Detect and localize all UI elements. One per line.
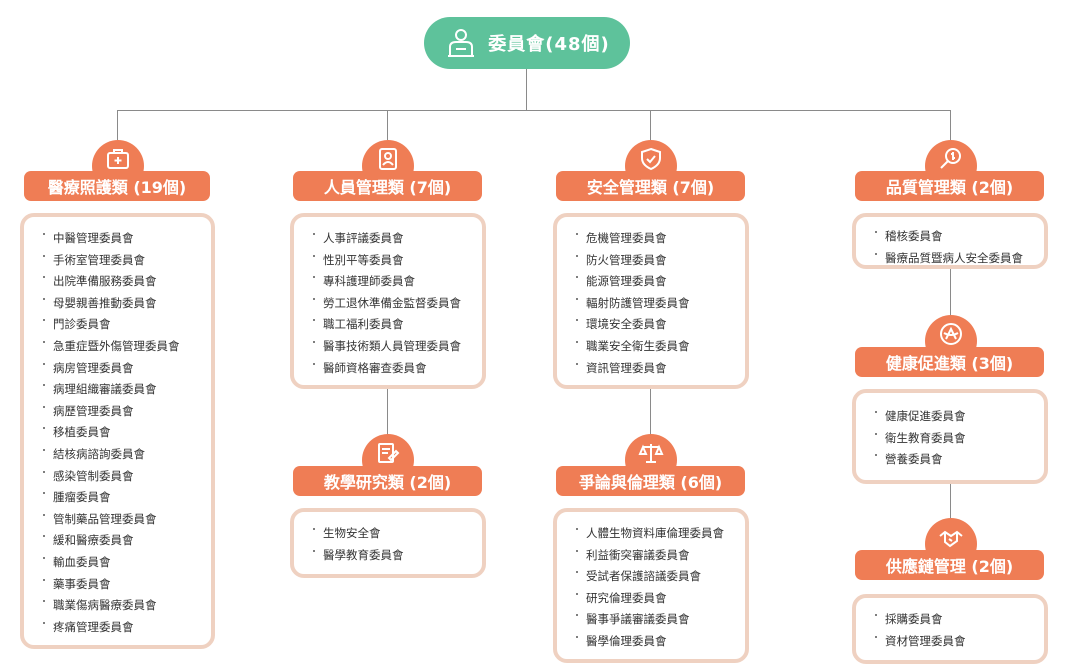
committee-item: 醫事爭議審議委員會 (576, 609, 745, 631)
supply-header: 供應鏈管理 (2個) (855, 550, 1044, 580)
committee-item: 感染管制委員會 (43, 466, 211, 488)
connector-horizontal (117, 110, 951, 111)
safety-header: 安全管理類 (7個) (556, 171, 745, 201)
committee-item: 中醫管理委員會 (43, 228, 211, 250)
committee-item: 職業傷病醫療委員會 (43, 595, 211, 617)
committee-item: 結核病諮詢委員會 (43, 444, 211, 466)
committee-item: 醫事技術類人員管理委員會 (313, 336, 482, 358)
committee-item: 職工福利委員會 (313, 314, 482, 336)
root-node: 委員會(48個) (424, 17, 630, 69)
committee-item: 稽核委員會 (875, 226, 1044, 248)
committee-item: 資訊管理委員會 (576, 358, 745, 380)
supply-box: 採購委員會資材管理委員會 (852, 594, 1048, 664)
edit-document-icon (378, 443, 400, 463)
committee-item: 緩和醫療委員會 (43, 530, 211, 552)
personnel-header: 人員管理類 (7個) (293, 171, 482, 201)
health-header: 健康促進類 (3個) (855, 347, 1044, 377)
connector-health-supply (950, 484, 951, 520)
medical-kit-icon (107, 149, 129, 169)
committee-item: 急重症暨外傷管理委員會 (43, 336, 211, 358)
committee-item: 人體生物資料庫倫理委員會 (576, 523, 745, 545)
committee-item: 職業安全衛生委員會 (576, 336, 745, 358)
committee-item: 健康促進委員會 (875, 406, 1044, 428)
ethics-header: 爭論與倫理類 (6個) (556, 466, 745, 496)
committee-item: 門診委員會 (43, 314, 211, 336)
committee-item: 採購委員會 (875, 609, 1044, 631)
committee-item: 環境安全委員會 (576, 314, 745, 336)
connector-medical (117, 110, 118, 140)
connector-quality (950, 110, 951, 140)
committee-item: 母嬰親善推動委員會 (43, 293, 211, 315)
committee-item: 病歷管理委員會 (43, 401, 211, 423)
quality-search-icon (940, 148, 961, 169)
connector-quality-health (950, 268, 951, 316)
committee-item: 利益衝突審議委員會 (576, 545, 745, 567)
teaching-box: 生物安全會醫學教育委員會 (290, 508, 486, 578)
committee-person-icon (444, 26, 478, 60)
health-box: 健康促進委員會衛生教育委員會營養委員會 (852, 389, 1048, 484)
connector-personnel-teaching (387, 388, 388, 436)
staff-badge-icon (379, 148, 397, 170)
committee-item: 醫學倫理委員會 (576, 631, 745, 653)
safety-list: 危機管理委員會防火管理委員會能源管理委員會輻射防護管理委員會環境安全委員會職業安… (557, 217, 745, 379)
connector-safety-ethics (650, 388, 651, 436)
quality-header: 品質管理類 (2個) (855, 171, 1044, 201)
handshake-icon (939, 530, 963, 548)
quality-box: 稽核委員會醫療品質暨病人安全委員會 (852, 213, 1048, 269)
root-title: 委員會(48個) (488, 34, 610, 55)
committee-item: 輸血委員會 (43, 552, 211, 574)
committee-item: 藥事委員會 (43, 574, 211, 596)
committee-item: 手術室管理委員會 (43, 250, 211, 272)
ethics-list: 人體生物資料庫倫理委員會利益衝突審議委員會受試者保護諮議委員會研究倫理委員會醫事… (557, 512, 745, 653)
shield-check-icon (641, 147, 661, 171)
committee-item: 輻射防護管理委員會 (576, 293, 745, 315)
medical-box: 中醫管理委員會手術室管理委員會出院準備服務委員會母嬰親善推動委員會門診委員會急重… (20, 213, 215, 649)
committee-item: 移植委員會 (43, 422, 211, 444)
medical-list: 中醫管理委員會手術室管理委員會出院準備服務委員會母嬰親善推動委員會門診委員會急重… (24, 217, 211, 638)
committee-item: 疼痛管理委員會 (43, 617, 211, 639)
committee-item: 衛生教育委員會 (875, 428, 1044, 450)
committee-item: 病房管理委員會 (43, 358, 211, 380)
committee-item: 生物安全會 (313, 523, 482, 545)
committee-item: 腫瘤委員會 (43, 487, 211, 509)
committee-item: 出院準備服務委員會 (43, 271, 211, 293)
committee-item: 防火管理委員會 (576, 250, 745, 272)
personnel-list: 人事評議委員會性別平等委員會專科護理師委員會勞工退休準備金監督委員會職工福利委員… (294, 217, 482, 379)
medical-header: 醫療照護類 (19個) (24, 171, 210, 201)
committee-item: 人事評議委員會 (313, 228, 482, 250)
balance-scale-icon (638, 444, 664, 463)
supply-list: 採購委員會資材管理委員會 (856, 598, 1044, 652)
personnel-box: 人事評議委員會性別平等委員會專科護理師委員會勞工退休準備金監督委員會職工福利委員… (290, 213, 486, 389)
teaching-list: 生物安全會醫學教育委員會 (294, 512, 482, 566)
connector-safety (650, 110, 651, 140)
safety-box: 危機管理委員會防火管理委員會能源管理委員會輻射防護管理委員會環境安全委員會職業安… (553, 213, 749, 389)
connector-root-stem (526, 69, 527, 111)
committee-item: 病理組織審議委員會 (43, 379, 211, 401)
teaching-header: 教學研究類 (2個) (293, 466, 482, 496)
committee-item: 醫療品質暨病人安全委員會 (875, 248, 1044, 270)
committee-item: 受試者保護諮議委員會 (576, 566, 745, 588)
health-list: 健康促進委員會衛生教育委員會營養委員會 (856, 393, 1044, 471)
connector-personnel (387, 110, 388, 140)
committee-item: 資材管理委員會 (875, 631, 1044, 653)
committee-item: 能源管理委員會 (576, 271, 745, 293)
committee-item: 研究倫理委員會 (576, 588, 745, 610)
health-emblem-icon (940, 323, 962, 345)
ethics-box: 人體生物資料庫倫理委員會利益衝突審議委員會受試者保護諮議委員會研究倫理委員會醫事… (553, 508, 749, 663)
committee-item: 專科護理師委員會 (313, 271, 482, 293)
committee-item: 管制藥品管理委員會 (43, 509, 211, 531)
committee-item: 性別平等委員會 (313, 250, 482, 272)
committee-item: 醫師資格審查委員會 (313, 358, 482, 380)
committee-item: 醫學教育委員會 (313, 545, 482, 567)
quality-list: 稽核委員會醫療品質暨病人安全委員會 (856, 217, 1044, 269)
committee-item: 營養委員會 (875, 449, 1044, 471)
committee-item: 危機管理委員會 (576, 228, 745, 250)
committee-item: 勞工退休準備金監督委員會 (313, 293, 482, 315)
